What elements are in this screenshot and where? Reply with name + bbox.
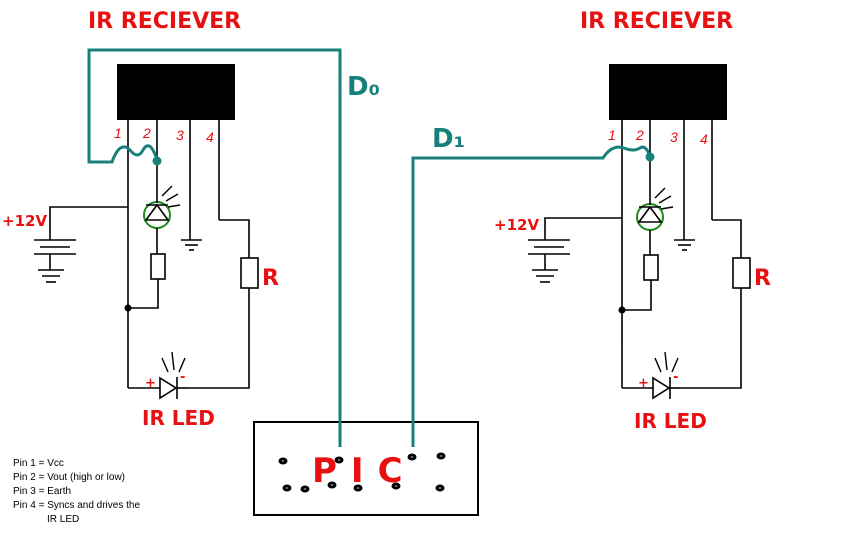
pin-4-label: 4 bbox=[700, 131, 708, 147]
resistor-label: R bbox=[754, 266, 771, 291]
supply-label: +12V bbox=[2, 212, 47, 230]
ir-led bbox=[622, 351, 680, 400]
receiver-chip bbox=[117, 64, 235, 120]
receiver-title: IR RECIEVER bbox=[580, 9, 733, 34]
d0-label: D₀ bbox=[347, 72, 380, 102]
signal-wire-d1 bbox=[411, 145, 655, 447]
legend-line: Pin 2 = Vout (high or low) bbox=[13, 472, 126, 483]
led-resistor bbox=[150, 253, 166, 280]
receiver-chip bbox=[609, 64, 727, 120]
pic-label: PIC bbox=[312, 451, 417, 491]
receiver-left: IR RECIEVER 1 2 3 4 R bbox=[2, 9, 279, 430]
legend-line: Pin 4 = Syncs and drives the bbox=[13, 500, 141, 511]
pin-3-label: 3 bbox=[670, 129, 678, 145]
led-minus-label: - bbox=[673, 370, 678, 385]
pin-1-label: 1 bbox=[114, 125, 122, 141]
supply-label: +12V bbox=[494, 216, 539, 234]
pic-pin-dots bbox=[278, 452, 446, 493]
pin-2-label: 2 bbox=[635, 127, 644, 143]
d1-label: D₁ bbox=[432, 124, 465, 154]
led-plus-label: + bbox=[145, 376, 156, 391]
pin-2-label: 2 bbox=[142, 125, 151, 141]
led-resistor bbox=[643, 254, 659, 281]
legend-line: Pin 1 = Vcc bbox=[13, 458, 64, 469]
indicator-led bbox=[143, 162, 181, 229]
pin-3-label: 3 bbox=[176, 127, 184, 143]
led-plus-label: + bbox=[638, 376, 649, 391]
led-minus-label: - bbox=[180, 370, 185, 385]
battery-symbol bbox=[528, 239, 570, 283]
ground-symbol bbox=[181, 239, 202, 251]
resistor-r bbox=[240, 257, 259, 289]
pic-chip: PIC bbox=[253, 421, 479, 516]
legend-line: IR LED bbox=[47, 514, 80, 525]
pin-4-label: 4 bbox=[206, 129, 214, 145]
battery-symbol bbox=[34, 239, 76, 283]
legend-line: Pin 3 = Earth bbox=[13, 486, 72, 497]
pin-1-label: 1 bbox=[608, 127, 616, 143]
ir-led-label: IR LED bbox=[634, 409, 707, 433]
receiver-right: IR RECIEVER 1 2 3 4 R bbox=[494, 9, 771, 433]
resistor-r bbox=[732, 257, 751, 289]
resistor-label: R bbox=[262, 266, 279, 291]
receiver-pins bbox=[621, 120, 713, 345]
indicator-led bbox=[636, 157, 674, 231]
receiver-title: IR RECIEVER bbox=[88, 9, 241, 34]
signal-wire-d0 bbox=[87, 48, 342, 447]
pin-legend: Pin 1 = Vcc Pin 2 = Vout (high or low) P… bbox=[13, 457, 140, 527]
ir-led bbox=[128, 351, 188, 400]
ir-led-label: IR LED bbox=[142, 406, 215, 430]
ground-symbol bbox=[674, 239, 695, 251]
